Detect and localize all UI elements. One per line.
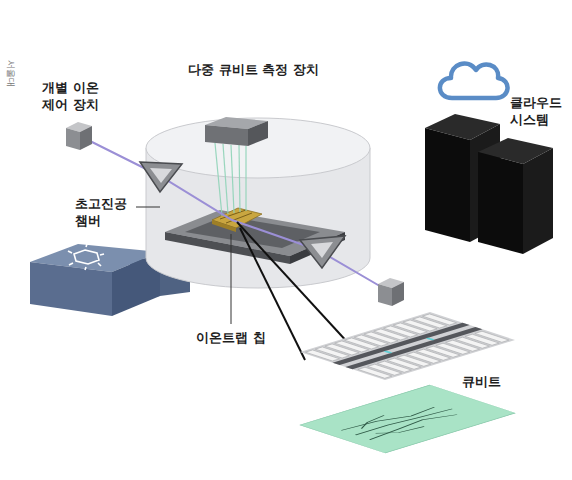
- prism: [300, 236, 345, 268]
- ion-control-cube: [66, 122, 92, 150]
- part-label: 이온트랩 칩: [196, 330, 286, 347]
- leader-line: [231, 234, 232, 324]
- output-cube: [378, 278, 404, 306]
- laser-beam: [88, 140, 390, 292]
- watermark: 서울대: [4, 60, 16, 87]
- part-label: 큐비트: [462, 374, 522, 391]
- zoom-line: [237, 222, 350, 345]
- measurement-device: [205, 117, 268, 146]
- qubit-board: [300, 385, 515, 453]
- part-label: 다중 큐비트 측정 장치: [188, 62, 358, 79]
- leader-line: [136, 207, 160, 208]
- cloud-icon: [440, 64, 508, 98]
- part-label: 클라우드 시스템: [510, 95, 568, 129]
- part-label: 개별 이온 제어 장치: [42, 80, 112, 114]
- server-tower: [478, 138, 553, 254]
- part-label: 초고진공 챔버: [75, 196, 135, 230]
- prism: [140, 162, 182, 192]
- zoomed-chip: [300, 312, 515, 380]
- measurement-beams: [215, 143, 246, 216]
